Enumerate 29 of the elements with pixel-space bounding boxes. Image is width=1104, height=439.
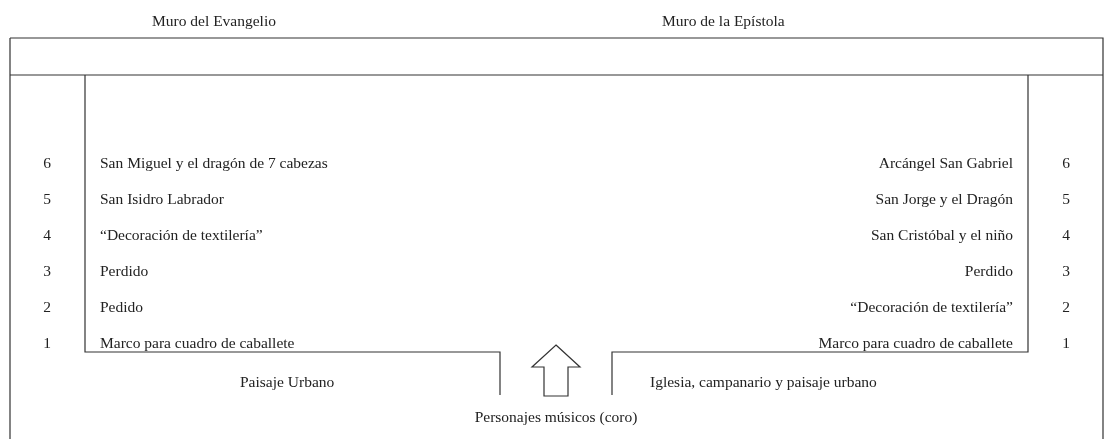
position-number: 3 bbox=[43, 262, 51, 280]
painting-title: San Isidro Labrador bbox=[100, 190, 224, 208]
position-number: 4 bbox=[1062, 226, 1070, 244]
position-number: 1 bbox=[43, 334, 51, 352]
painting-title: San Cristóbal y el niño bbox=[870, 226, 1013, 244]
position-number: 6 bbox=[1062, 154, 1070, 172]
painting-title: Marco para cuadro de caballete bbox=[818, 334, 1013, 352]
area-label: Iglesia, campanario y paisaje urbano bbox=[650, 373, 877, 391]
position-number: 4 bbox=[43, 226, 51, 244]
painting-title: “Decoración de textilería” bbox=[100, 226, 263, 244]
position-number: 3 bbox=[1062, 262, 1070, 280]
position-number: 2 bbox=[1062, 298, 1070, 316]
position-number: 1 bbox=[1062, 334, 1070, 352]
position-number: 5 bbox=[1062, 190, 1070, 208]
painting-title: Pedido bbox=[100, 298, 144, 316]
position-number: 6 bbox=[43, 154, 51, 172]
wall-heading: Muro del Evangelio bbox=[152, 12, 276, 30]
painting-title: Perdido bbox=[100, 262, 149, 280]
painting-title: San Miguel y el dragón de 7 cabezas bbox=[100, 154, 328, 172]
position-number: 2 bbox=[43, 298, 51, 316]
wall-heading: Muro de la Epístola bbox=[662, 12, 785, 30]
painting-title: “Decoración de textilería” bbox=[850, 298, 1013, 316]
position-number: 5 bbox=[43, 190, 51, 208]
painting-title: Arcángel San Gabriel bbox=[878, 154, 1013, 172]
area-label: Paisaje Urbano bbox=[240, 373, 335, 391]
painting-title: Perdido bbox=[964, 262, 1013, 280]
painting-title: San Jorge y el Dragón bbox=[875, 190, 1013, 208]
painting-title: Marco para cuadro de caballete bbox=[100, 334, 295, 352]
area-label: Personajes músicos (coro) bbox=[474, 408, 638, 426]
